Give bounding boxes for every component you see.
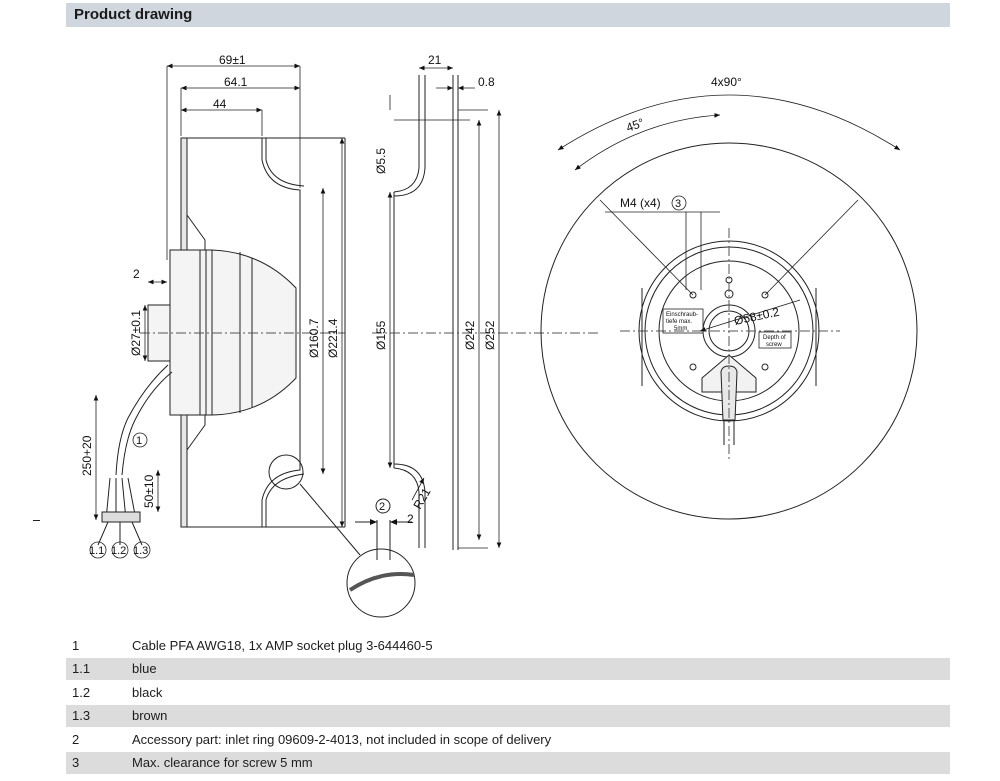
dim-4x90: 4x90° bbox=[711, 75, 742, 89]
callout-1: 1 bbox=[136, 435, 142, 447]
side-dimension-labels: 69±1 64.1 44 2 Ø27±0.1 Ø160.7 Ø221.4 250… bbox=[80, 53, 340, 508]
table-row: 1.2 black bbox=[66, 680, 950, 705]
section-dimension-labels: 21 0.8 Ø5.5 Ø155 Ø242 Ø252 R21 bbox=[374, 53, 497, 512]
callout-1-1: 1.1 bbox=[89, 545, 104, 557]
callout-1-3: 1.3 bbox=[133, 545, 148, 557]
dim-d221-4: Ø221.4 bbox=[326, 318, 340, 358]
dim-45: 45° bbox=[624, 115, 646, 134]
cable bbox=[97, 364, 173, 546]
side-view bbox=[140, 137, 346, 528]
cable-callouts bbox=[89, 432, 151, 559]
legend-text: black bbox=[126, 680, 950, 705]
dim-69: 69±1 bbox=[219, 53, 246, 67]
margin-tick bbox=[33, 520, 40, 521]
section-dimensions bbox=[387, 65, 502, 549]
callout-2: 2 bbox=[379, 501, 385, 513]
front-labels: 4x90° 45° M4 (x4) Ø58±0.2 bbox=[620, 75, 781, 328]
legend-text: Cable PFA AWG18, 1x AMP socket plug 3-64… bbox=[126, 634, 950, 658]
legend-key: 1.3 bbox=[66, 704, 126, 728]
callout-3: 3 bbox=[675, 198, 681, 210]
section-view bbox=[372, 75, 600, 550]
dim-m4: M4 (x4) bbox=[620, 196, 661, 210]
section-title: Product drawing bbox=[74, 6, 193, 23]
legend-key: 2 bbox=[66, 727, 126, 752]
technical-drawing: 69±1 64.1 44 2 Ø27±0.1 Ø160.7 Ø221.4 250… bbox=[80, 53, 918, 618]
dim-44: 44 bbox=[213, 97, 227, 111]
dim-21: 21 bbox=[428, 53, 442, 67]
dim-d155: Ø155 bbox=[374, 320, 388, 350]
dim-d160-7: Ø160.7 bbox=[307, 318, 321, 358]
dim-50: 50±10 bbox=[142, 474, 156, 508]
screw-note-de-1: Einschraub- bbox=[666, 312, 698, 318]
table-row: 1.1 blue bbox=[66, 657, 950, 681]
legend-key: 3 bbox=[66, 751, 126, 775]
legend-text: Accessory part: inlet ring 09609-2-4013,… bbox=[126, 727, 950, 752]
dim-2: 2 bbox=[133, 267, 140, 281]
table-row: 1.3 brown bbox=[66, 704, 950, 728]
front-dimensions bbox=[557, 94, 901, 332]
detail-view bbox=[268, 454, 416, 618]
section-header: Product drawing bbox=[66, 3, 950, 27]
table-row: 3 Max. clearance for screw 5 mm bbox=[66, 751, 950, 775]
dim-d252: Ø252 bbox=[483, 320, 497, 350]
legend-key: 1.2 bbox=[66, 680, 126, 705]
legend-table: 1 Cable PFA AWG18, 1x AMP socket plug 3-… bbox=[66, 634, 950, 775]
dim-250: 250+20 bbox=[80, 435, 94, 476]
legend-key: 1.1 bbox=[66, 657, 126, 681]
side-dimensions bbox=[93, 63, 345, 527]
table-row: 1 Cable PFA AWG18, 1x AMP socket plug 3-… bbox=[66, 634, 950, 658]
dim-d58: Ø58±0.2 bbox=[733, 305, 781, 328]
legend-text: Max. clearance for screw 5 mm bbox=[126, 751, 950, 775]
legend-text: blue bbox=[126, 657, 950, 681]
legend-key: 1 bbox=[66, 634, 126, 658]
table-row: 2 Accessory part: inlet ring 09609-2-401… bbox=[66, 727, 950, 752]
dim-0-8: 0.8 bbox=[478, 75, 495, 89]
dim-64-1: 64.1 bbox=[224, 75, 248, 89]
screw-note-de-2: tiefe max. bbox=[666, 319, 692, 325]
dim-r21: R21 bbox=[410, 485, 433, 511]
callout-1-2: 1.2 bbox=[111, 545, 126, 557]
screw-note-en-2: screw bbox=[766, 342, 782, 348]
dim-detail-2: 2 bbox=[407, 512, 414, 526]
front-view bbox=[540, 142, 918, 520]
dim-d242: Ø242 bbox=[463, 320, 477, 350]
dim-d5-5: Ø5.5 bbox=[374, 148, 388, 174]
legend-text: brown bbox=[126, 704, 950, 728]
screw-note-en-1: Depth of bbox=[763, 335, 786, 341]
screw-note-de-3: 5mm bbox=[674, 326, 687, 332]
dim-d27: Ø27±0.1 bbox=[129, 310, 143, 356]
